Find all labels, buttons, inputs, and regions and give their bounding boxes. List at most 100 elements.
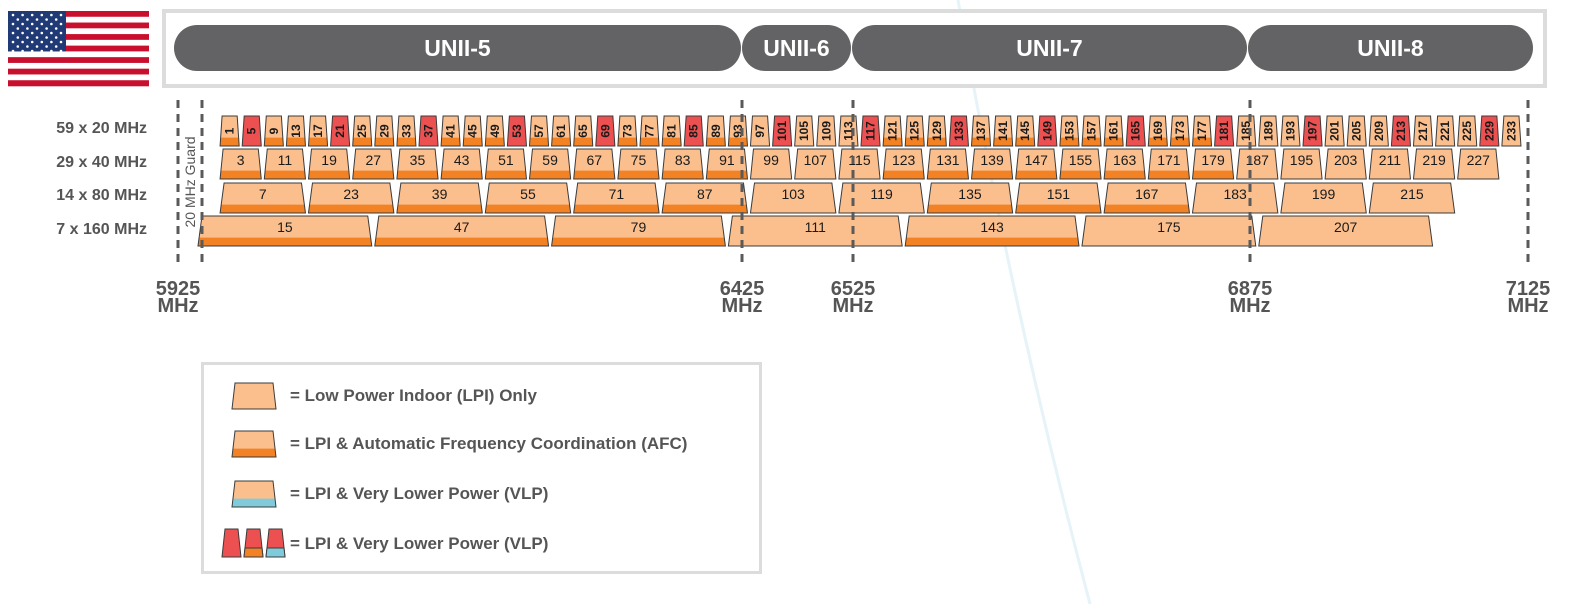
unii-band-pill (1248, 25, 1533, 71)
channel-number: 33 (399, 124, 413, 138)
channel-block: 197 (1302, 115, 1323, 147)
channel-block: 119 (838, 182, 925, 214)
channel-block: 97 (749, 115, 771, 147)
channel-number: 7 (259, 186, 267, 202)
channel-block: 81 (661, 115, 682, 147)
channel-block: 103 (749, 182, 837, 214)
channel-number: 199 (1312, 186, 1336, 202)
channel-block: 109 (816, 115, 837, 147)
channel-number: 197 (1306, 121, 1320, 141)
channel-block: 117 (860, 115, 881, 147)
frequency-unit: MHz (721, 295, 762, 317)
channel-number: 195 (1290, 152, 1314, 168)
channel-number: 101 (775, 121, 789, 141)
channel-block: 59 (528, 148, 572, 180)
channel-number: 225 (1460, 121, 1474, 141)
channel-number: 219 (1422, 152, 1446, 168)
channel-number: 109 (819, 121, 833, 141)
channel-number: 213 (1394, 121, 1408, 141)
channel-number: 41 (444, 124, 458, 138)
channel-number: 85 (687, 124, 701, 138)
channel-block: 125 (904, 115, 925, 147)
channel-block: 141 (993, 115, 1014, 147)
frequency-value: 7125 (1506, 278, 1551, 300)
channel-number: 35 (410, 152, 426, 168)
channel-number: 179 (1201, 152, 1225, 168)
channel-block: 113 (838, 115, 859, 147)
channel-number: 129 (930, 121, 944, 141)
background-arc (956, 0, 1092, 605)
channel-block: 183 (1191, 182, 1279, 214)
channel-block: 67 (573, 148, 616, 180)
channel-block: 229 (1479, 115, 1500, 147)
channel-block: 57 (528, 115, 550, 147)
channel-number: 87 (697, 186, 713, 202)
channel-block: 17 (307, 115, 329, 147)
channel-block: 215 (1368, 182, 1456, 214)
channel-block: 145 (1015, 115, 1036, 147)
channel-block: 161 (1103, 115, 1124, 147)
channel-number: 201 (1328, 121, 1342, 141)
legend-lpi-icon (231, 382, 277, 410)
channel-number: 79 (631, 219, 647, 235)
legend-label: = LPI & Automatic Frequency Coordination… (290, 434, 687, 453)
channel-block: 55 (484, 182, 572, 214)
channel-number: 39 (432, 186, 448, 202)
channel-block: 47 (374, 215, 550, 247)
channel-number: 227 (1467, 152, 1491, 168)
channel-number: 205 (1350, 121, 1364, 141)
frequency-unit: MHz (1507, 295, 1548, 317)
channel-block: 233 (1501, 115, 1522, 147)
channel-block: 139 (970, 148, 1014, 180)
us-flag-icon (8, 11, 149, 87)
channel-block: 91 (705, 148, 749, 180)
channel-block: 41 (440, 115, 461, 147)
row-label: 7 x 160 MHz (56, 221, 147, 238)
channel-number: 73 (620, 124, 634, 138)
channel-block: 107 (794, 148, 837, 180)
channel-number: 203 (1334, 152, 1358, 168)
unii-band-label: UNII-8 (1357, 35, 1424, 61)
channel-block: 211 (1368, 148, 1412, 180)
channel-block: 213 (1390, 115, 1412, 147)
frequency-value: 6425 (720, 278, 765, 300)
channel-block: 167 (1103, 182, 1191, 214)
channel-block: 79 (551, 215, 726, 247)
channel-block: 187 (1236, 148, 1279, 180)
channel-number: 97 (753, 124, 767, 138)
channel-number: 177 (1195, 121, 1209, 141)
channel-block: 43 (440, 148, 483, 180)
channel-block: 111 (727, 215, 903, 247)
channel-number: 83 (675, 152, 691, 168)
channel-block: 23 (307, 182, 395, 214)
channel-number: 61 (554, 124, 568, 138)
channel-number: 171 (1157, 152, 1181, 168)
channel-block: 209 (1368, 115, 1389, 147)
channel-block: 65 (573, 115, 594, 147)
channel-block: 11 (263, 148, 307, 180)
channel-number: 89 (709, 124, 723, 138)
legend-label: = LPI & Very Lower Power (VLP) (290, 484, 548, 503)
channel-block: 153 (1059, 115, 1080, 147)
channel-block: 27 (352, 148, 395, 180)
channel-block: 19 (307, 148, 351, 180)
channel-number: 53 (510, 124, 524, 138)
channel-block: 61 (551, 115, 572, 147)
channel-block: 205 (1346, 115, 1367, 147)
channel-block: 163 (1103, 148, 1146, 180)
channel-block: 39 (396, 182, 483, 214)
channel-number: 133 (952, 121, 966, 141)
channel-block: 175 (1081, 215, 1257, 247)
channel-number: 45 (466, 124, 480, 138)
legend-band-overlay-icon (243, 547, 286, 558)
channel-number: 91 (719, 152, 735, 168)
channel-block: 225 (1457, 115, 1478, 147)
channel-number: 111 (805, 219, 826, 235)
channel-block: 101 (772, 115, 793, 147)
channel-block: 189 (1258, 115, 1279, 147)
channel-number: 207 (1334, 219, 1358, 235)
channel-number: 65 (576, 124, 590, 138)
channel-block: 193 (1280, 115, 1301, 147)
